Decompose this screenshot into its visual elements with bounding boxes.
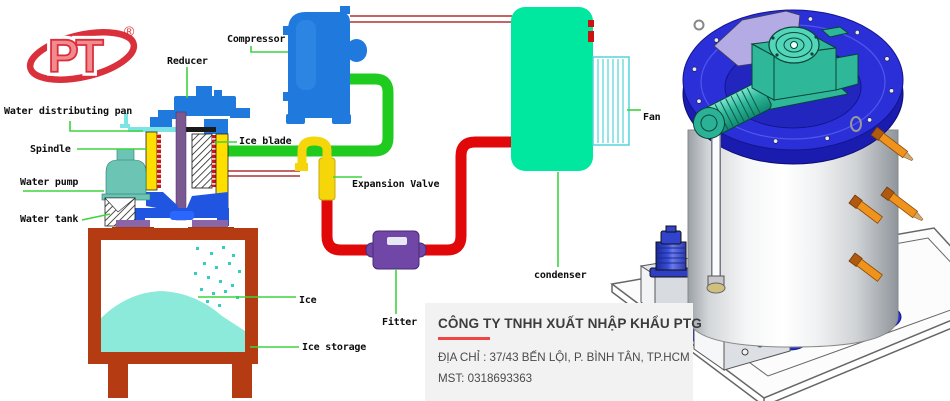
- label-expansion-valve: Expansion Valve: [352, 179, 440, 190]
- label-fitter: Fitter: [382, 317, 417, 328]
- company-address: ĐỊA CHỈ : 37/43 BẾN LỘI, P. BÌNH TÂN, TP…: [438, 351, 690, 364]
- flake-ice-machine-3d: [610, 9, 950, 401]
- drive-motor: [692, 81, 772, 140]
- title-underline: [438, 337, 490, 340]
- gear-face: [768, 26, 820, 64]
- label-reducer: Reducer: [167, 56, 208, 67]
- evaporator-cylinder-3d: [687, 129, 899, 348]
- suction-pipe: [224, 73, 394, 157]
- label-ice-blade: Ice blade: [239, 136, 292, 147]
- logo-text-halo: PT: [48, 30, 104, 82]
- expansion-valve-shape: [295, 136, 336, 201]
- liquid-pipe: [321, 136, 512, 256]
- refrigerant-fittings: [848, 126, 924, 282]
- pt-logo: PT PT ®: [22, 14, 144, 90]
- label-fan: Fan: [643, 112, 661, 123]
- label-ice-storage: Ice storage: [302, 342, 367, 353]
- label-water-tank: Water tank: [20, 214, 79, 225]
- logo-text: PT: [48, 30, 104, 82]
- company-name: CÔNG TY TNHH XUẤT NHẬP KHẨU PTG: [438, 316, 702, 331]
- label-condenser: condenser: [534, 270, 587, 281]
- company-tax-id: MST: 0318693363: [438, 372, 533, 385]
- evaporator-drum: [120, 86, 250, 226]
- ice-storage-tank: [88, 228, 258, 398]
- label-ice: Ice: [299, 295, 317, 306]
- fan-shape: [592, 56, 630, 146]
- liquid-lines: [215, 170, 300, 177]
- filter-shape: [365, 230, 427, 270]
- registered-trademark-icon: ®: [124, 23, 135, 39]
- condenser-shape: [511, 7, 594, 171]
- lid-handle: [850, 116, 862, 132]
- label-leader-lines: [23, 46, 641, 348]
- company-info-card: CÔNG TY TNHH XUẤT NHẬP KHẨU PTG ĐỊA CHỈ …: [425, 303, 702, 401]
- label-compressor: Compressor: [227, 34, 286, 45]
- gearbox-reducer-3d: [692, 26, 859, 140]
- discharge-lines: [350, 15, 512, 23]
- water-pump-shape: [101, 148, 151, 201]
- compressor-shape: [283, 6, 367, 124]
- falling-ice-flakes: [194, 246, 241, 307]
- lifting-eye: [693, 19, 705, 31]
- water-circulation-pump-3d: [649, 225, 693, 278]
- label-spindle: Spindle: [30, 144, 71, 155]
- label-water-pump: Water pump: [20, 177, 79, 188]
- label-water-distributing-pan: Water distributing pan: [4, 106, 133, 117]
